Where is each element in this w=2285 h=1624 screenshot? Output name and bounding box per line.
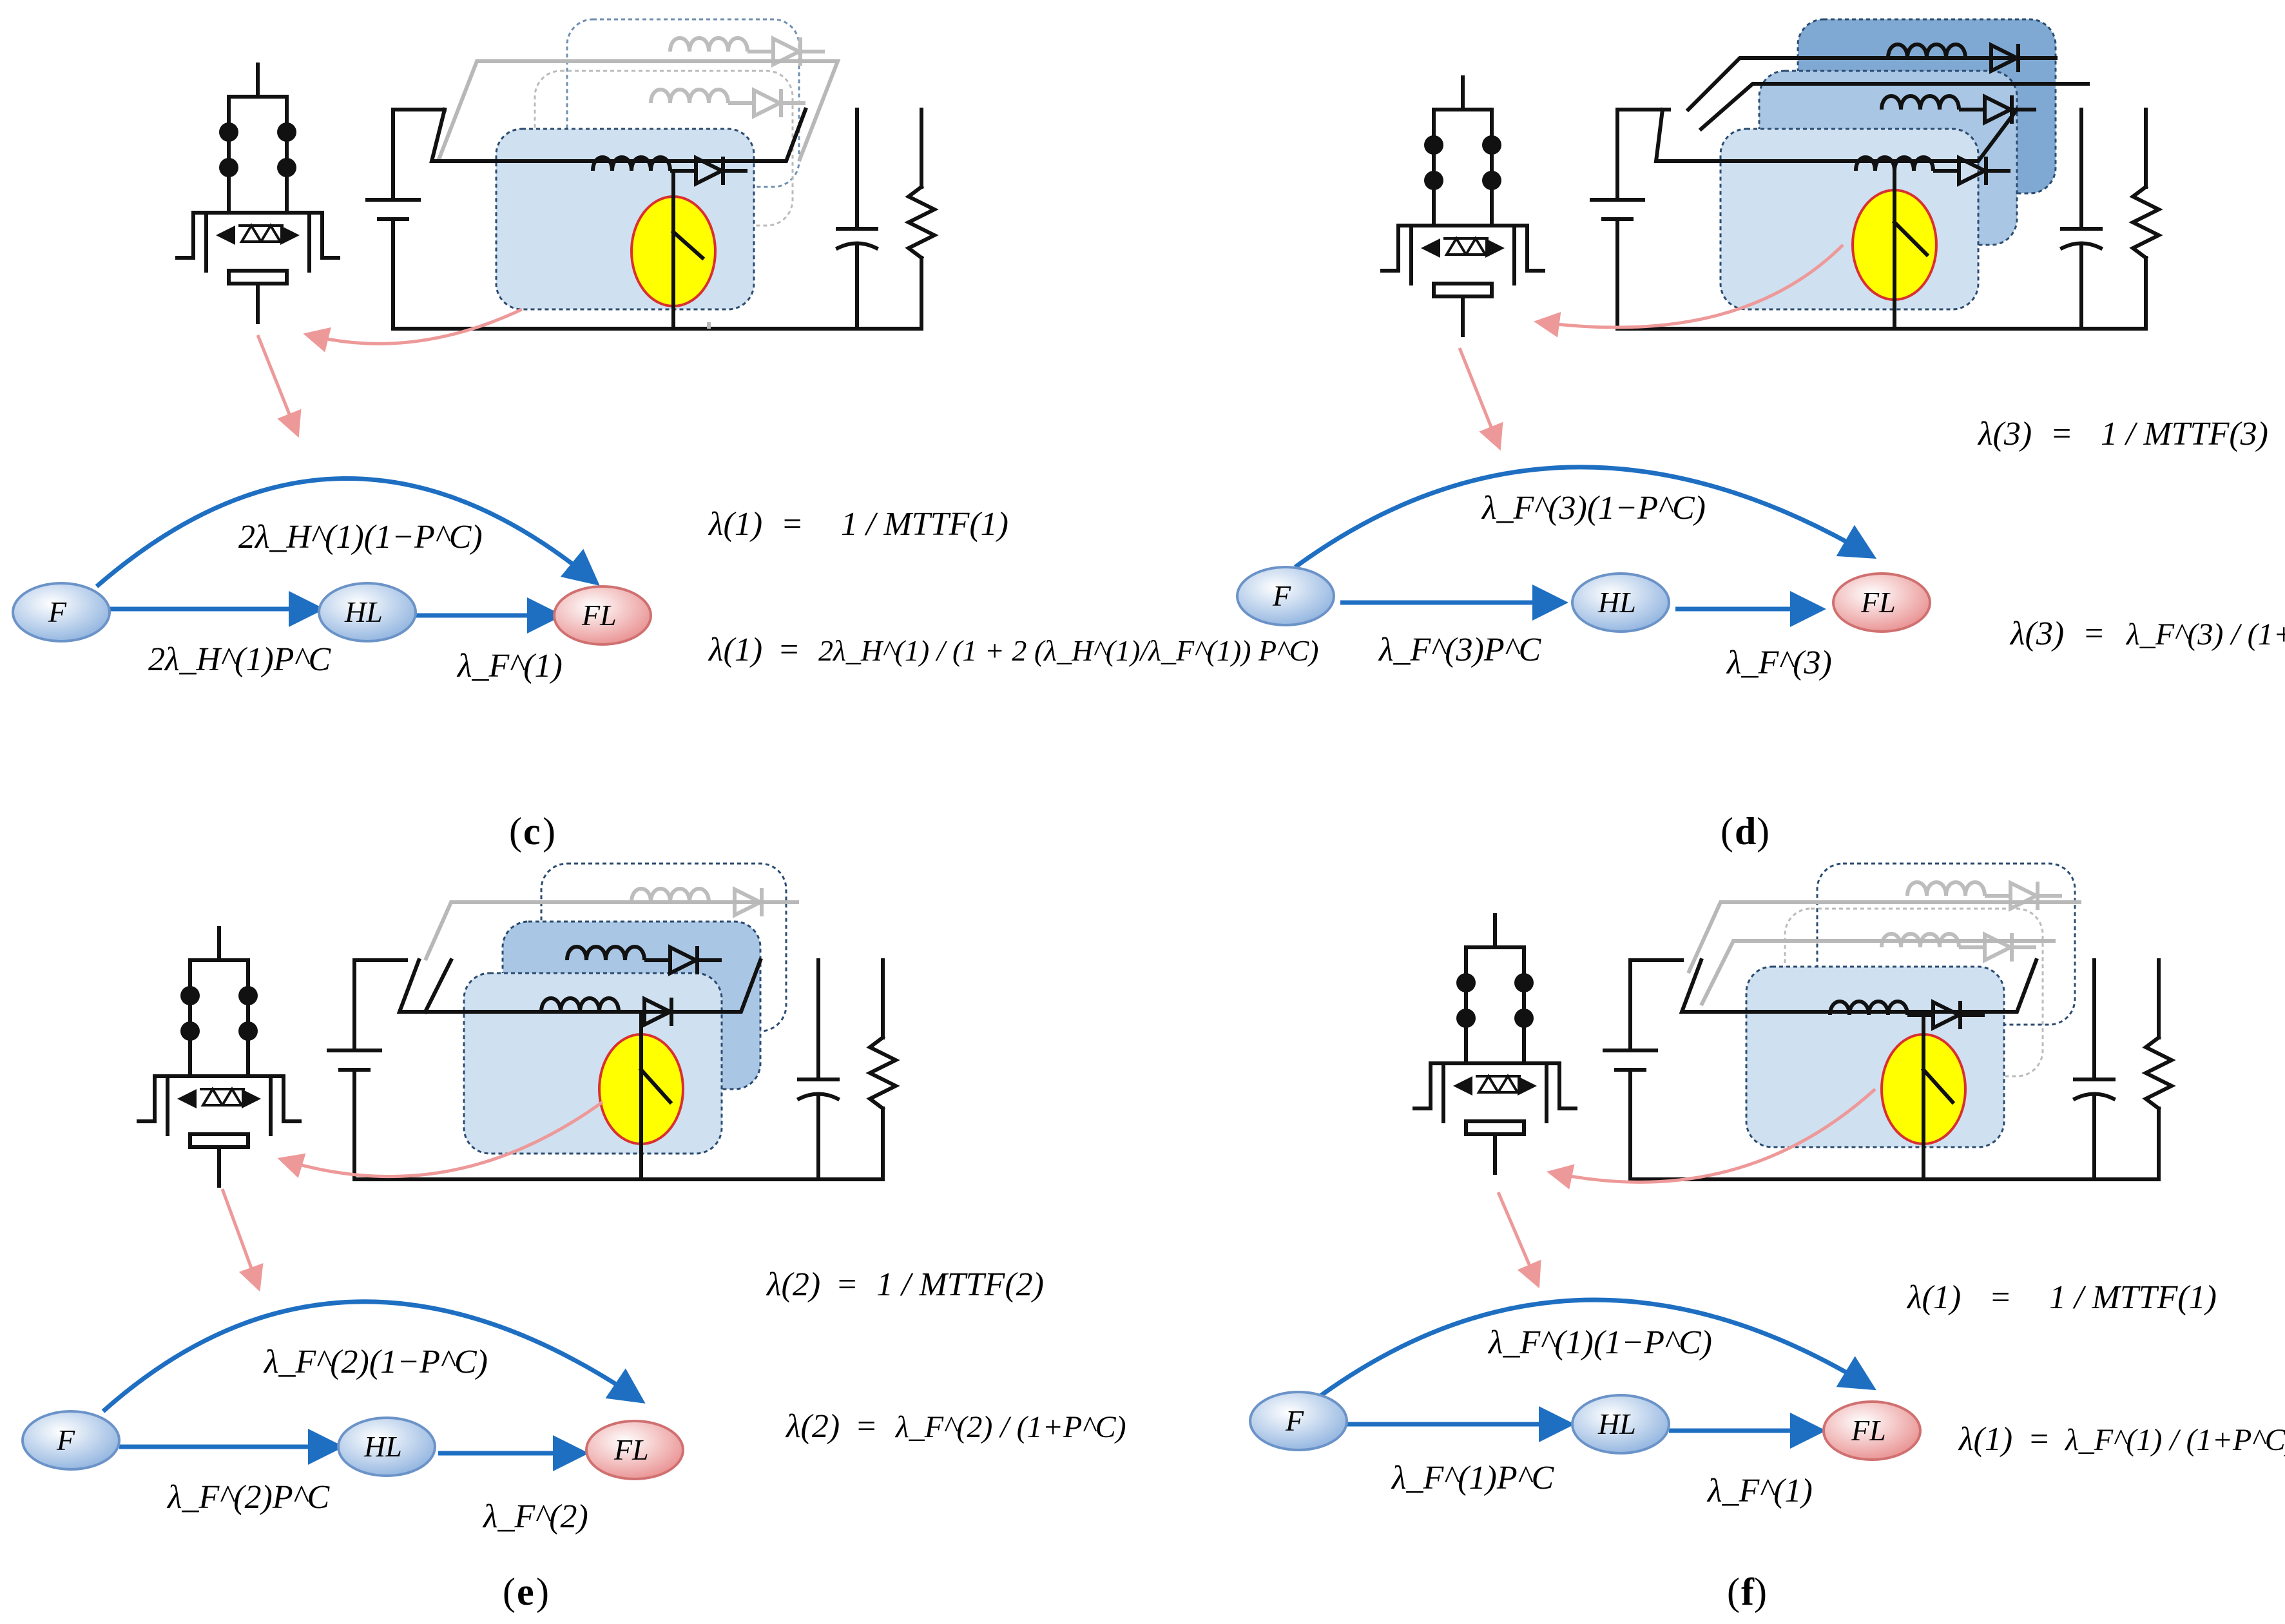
svg-text:(: ( — [1721, 810, 1733, 853]
panel-e: F HL FL λ_F^(2)(1−P^C) λ_F^(2)P^C λ_F^(2… — [21, 862, 1126, 1613]
switch-symbol — [139, 928, 300, 1186]
edge-label-HL-FL: λ_F^(1) — [456, 648, 563, 684]
eq2-rhs: 2λ_H^(1) / (1 + 2 (λ_H^(1)/λ_F^(1)) P^C) — [818, 634, 1319, 667]
layer-1-panel — [1745, 965, 2005, 1148]
edge-label-F-HL: λ_F^(2)P^C — [166, 1479, 331, 1516]
switch-symbol — [177, 64, 338, 322]
node-label-HL: HL — [1597, 1407, 1636, 1440]
panel-c: F HL FL 2λ_H^(1)(1−P^C) 2λ_H^(1)P^C λ_F^… — [12, 18, 1319, 853]
node-label-HL: HL — [363, 1430, 402, 1463]
eq2-rhs: λ_F^(3) / (1+P^C) — [2125, 617, 2285, 652]
edge-label-HL-FL: λ_F^(1) — [1706, 1473, 1813, 1509]
edge-label-F-HL: λ_F^(3)P^C — [1378, 632, 1542, 668]
node-label-HL: HL — [1597, 586, 1636, 619]
inductor-diode-layer2 — [1882, 933, 2036, 962]
svg-text:=: = — [1991, 1279, 2010, 1316]
edge-label-F-HL: 2λ_H^(1)P^C — [148, 641, 331, 678]
node-label-F: F — [1272, 579, 1291, 612]
eq2-rhs: λ_F^(1) / (1+P^C) — [2064, 1423, 2285, 1457]
node-label-F: F — [1285, 1404, 1304, 1437]
eq1-rhs: 1 / MTTF(2) — [876, 1266, 1044, 1303]
inductor-diode-layer3 — [1907, 882, 2062, 910]
node-HL — [1571, 572, 1670, 633]
eq1-rhs: 1 / MTTF(3) — [2101, 416, 2268, 452]
svg-text:): ) — [1757, 810, 1769, 853]
switch-symbol — [1382, 77, 1543, 335]
node-label-FL: FL — [613, 1433, 649, 1466]
eq2-lhs: λ(1) — [1958, 1421, 2012, 1458]
edge-label-HL-FL: λ_F^(3) — [1726, 644, 1832, 681]
eq2-lhs: λ(3) — [2009, 615, 2064, 652]
node-HL — [318, 582, 417, 643]
caption-d: d — [1735, 810, 1756, 853]
edge-label-HL-FL: λ_F^(2) — [482, 1498, 588, 1535]
arc-label: λ_F^(1)(1−P^C) — [1487, 1324, 1712, 1361]
node-FL — [1822, 1400, 1922, 1461]
node-F — [1236, 566, 1335, 626]
svg-text:=: = — [2052, 416, 2071, 452]
svg-text:): ) — [1754, 1571, 1767, 1613]
layer-1-panel — [1719, 128, 1980, 311]
caption-c: c — [523, 810, 541, 853]
arc-label: 2λ_H^(1)(1−P^C) — [238, 519, 483, 556]
eq1-lhs: λ(1) — [708, 506, 762, 543]
node-F — [1249, 1391, 1348, 1451]
node-label-FL: FL — [581, 599, 617, 632]
node-label-F: F — [56, 1424, 75, 1456]
panel-d: F HL FL λ_F^(3)(1−P^C) λ_F^(3)P^C λ_F^(3… — [1236, 18, 2285, 853]
node-FL — [585, 1420, 684, 1480]
eq1-rhs: 1 / MTTF(1) — [2049, 1279, 2217, 1316]
switch-symbol — [1414, 915, 1576, 1173]
svg-text:=: = — [780, 632, 798, 668]
eq2-rhs: λ_F^(2) / (1+P^C) — [894, 1410, 1126, 1444]
svg-text:(: ( — [509, 810, 522, 853]
inductor-diode-layer2 — [651, 89, 805, 117]
node-F — [12, 582, 111, 643]
node-label-HL: HL — [344, 595, 383, 628]
svg-text:): ) — [543, 810, 555, 853]
svg-text:(: ( — [1727, 1571, 1740, 1613]
node-FL — [553, 585, 652, 646]
arc-label: λ_F^(2)(1−P^C) — [263, 1344, 488, 1380]
svg-text:=: = — [2085, 615, 2103, 652]
caption-e: e — [517, 1571, 534, 1613]
svg-text:=: = — [783, 506, 802, 543]
svg-text:=: = — [857, 1408, 876, 1445]
svg-text:=: = — [2030, 1421, 2049, 1458]
eq2-lhs: λ(2) — [785, 1408, 840, 1445]
node-FL — [1832, 572, 1931, 633]
eq1-lhs: λ(2) — [766, 1266, 820, 1303]
eq1-lhs: λ(1) — [1906, 1279, 1961, 1316]
node-HL — [337, 1416, 436, 1477]
eq1-rhs: 1 / MTTF(1) — [841, 506, 1008, 543]
eq2-lhs: λ(1) — [708, 632, 762, 668]
svg-text:): ) — [536, 1571, 549, 1613]
svg-text:=: = — [838, 1266, 856, 1303]
node-label-FL: FL — [1860, 586, 1896, 619]
eq1-lhs: λ(3) — [1977, 416, 2032, 452]
node-label-F: F — [48, 595, 67, 628]
caption-f: f — [1741, 1571, 1755, 1613]
node-HL — [1571, 1394, 1670, 1455]
panel-f: F HL FL λ_F^(1)(1−P^C) λ_F^(1)P^C λ_F^(1… — [1249, 862, 2285, 1613]
edge-label-F-HL: λ_F^(1)P^C — [1391, 1460, 1555, 1496]
svg-text:(: ( — [503, 1571, 516, 1613]
node-label-FL: FL — [1851, 1414, 1886, 1447]
arc-label: λ_F^(3)(1−P^C) — [1481, 490, 1706, 527]
node-F — [21, 1410, 121, 1471]
